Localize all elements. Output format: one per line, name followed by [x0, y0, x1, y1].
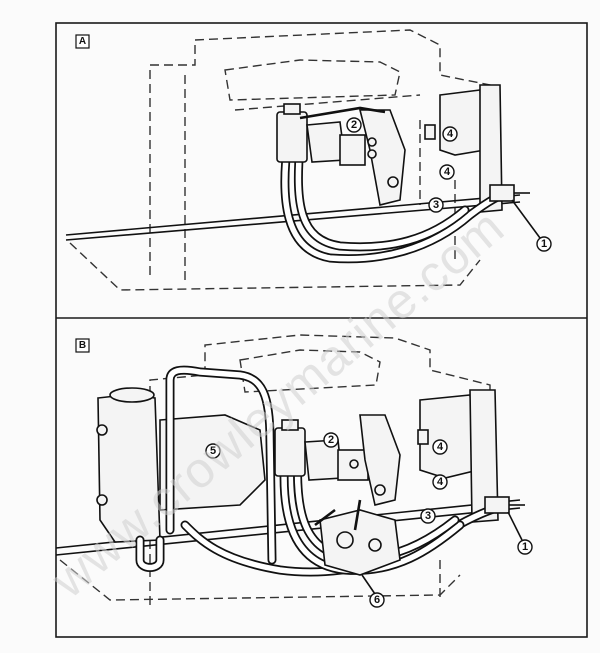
svg-text:6: 6: [374, 594, 380, 606]
svg-text:4: 4: [437, 476, 444, 488]
engine-block-side: [479, 84, 503, 213]
callout-leader: [507, 511, 523, 541]
panel-b-label-box: [75, 338, 90, 353]
engine-outline: [234, 94, 421, 111]
pump-body: [337, 449, 369, 481]
bolt: [374, 484, 386, 496]
svg-text:2: 2: [351, 119, 357, 131]
panel-a-label-box: [75, 34, 90, 49]
pump-cap: [281, 419, 299, 431]
panel-a-label: A: [79, 36, 86, 47]
hose-connector: [484, 496, 510, 514]
bolt: [387, 176, 399, 188]
panel-b: B: [55, 334, 533, 608]
fuel-pump: [276, 111, 308, 163]
callout-2: 2: [323, 432, 339, 448]
pump-cap: [283, 103, 301, 115]
hose-connector: [489, 184, 515, 202]
bolt: [367, 149, 377, 159]
panel-b-label: B: [79, 340, 86, 351]
bolt: [367, 137, 377, 147]
fuel-filter: [304, 439, 343, 481]
engine-cover-outline: [239, 349, 381, 393]
svg-text:1: 1: [541, 238, 547, 250]
carburetor-assembly: [319, 509, 401, 576]
fitting: [424, 124, 436, 140]
svg-text:4: 4: [437, 441, 444, 453]
callout-leader: [511, 199, 541, 239]
tank-bracket: [159, 414, 266, 511]
tank-mount: [96, 424, 108, 436]
callout-3: 3: [420, 508, 436, 524]
mount-bracket: [358, 109, 406, 206]
callout-4: 4: [432, 439, 448, 455]
callout-5: 5: [205, 443, 221, 459]
tank-cap: [109, 387, 155, 403]
hull-outline: [69, 242, 481, 291]
svg-text:5: 5: [210, 445, 216, 457]
engine-outline: [149, 29, 491, 275]
callout-4: 4: [442, 126, 458, 142]
callout-6: 6: [369, 592, 385, 608]
linkage: [314, 499, 362, 531]
engine-block-side: [469, 389, 499, 523]
svg-text:4: 4: [447, 128, 454, 140]
callout-2: 2: [346, 117, 362, 133]
svg-text:3: 3: [433, 199, 439, 211]
callout-4: 4: [432, 474, 448, 490]
callout-1: 1: [517, 539, 533, 555]
pump-link: [299, 106, 386, 120]
callout-leader: [361, 574, 376, 595]
mount-bracket: [359, 414, 401, 506]
fitting: [417, 429, 429, 445]
engine-outline: [149, 334, 491, 605]
callout-1: 1: [536, 236, 552, 252]
svg-text:1: 1: [522, 541, 528, 553]
engine-block: [419, 394, 479, 479]
hull-line: [65, 194, 521, 236]
bolt: [349, 459, 359, 469]
pump-body: [339, 134, 366, 166]
engine-cover-outline: [224, 59, 401, 101]
engine-block: [439, 89, 486, 156]
callout-4: 4: [439, 164, 455, 180]
svg-text:2: 2: [328, 434, 334, 446]
carburetor-part: [368, 538, 382, 552]
hull-outline: [59, 559, 461, 601]
panel-a: A: [65, 29, 552, 291]
svg-text:4: 4: [444, 166, 451, 178]
callout-3: 3: [428, 197, 444, 213]
carburetor-part: [336, 531, 354, 549]
tank-mount: [96, 494, 108, 506]
svg-text:3: 3: [425, 510, 431, 522]
diagram-frame: [55, 22, 588, 638]
